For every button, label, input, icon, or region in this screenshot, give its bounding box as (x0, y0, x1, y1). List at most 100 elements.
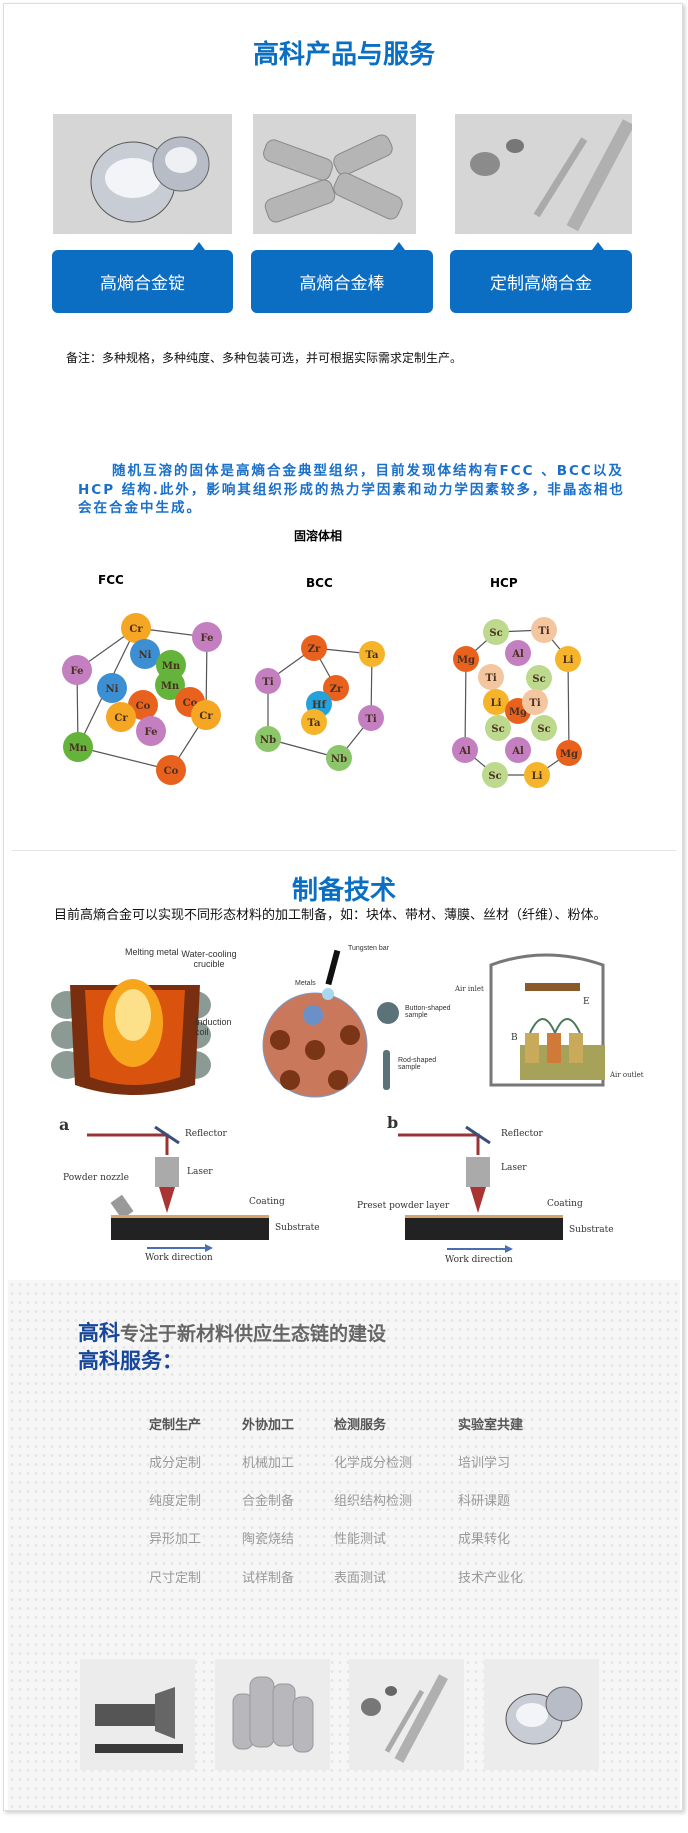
svg-text:Fe: Fe (145, 727, 158, 738)
svg-text:Mn: Mn (161, 681, 180, 692)
solid-solution-caption: 固溶体相 (294, 529, 343, 543)
svg-text:Mg: Mg (457, 655, 475, 666)
sputtering-diagram: Air inlet Air outlet E B (455, 945, 655, 1100)
label-work-direction-a: Work direction (145, 1253, 213, 1263)
svg-text:Al: Al (511, 649, 524, 660)
svg-text:Ni: Ni (139, 650, 152, 661)
atom-ti: Ti (255, 668, 281, 694)
svg-text:Sc: Sc (488, 771, 501, 782)
svg-text:Ti: Ti (365, 714, 376, 725)
ingot-photo (53, 114, 232, 234)
atom-ti: Ti (531, 617, 557, 643)
atom-co: Co (156, 755, 186, 785)
label-air-outlet: Air outlet (610, 1071, 644, 1079)
label-reflector-a: Reflector (185, 1129, 227, 1139)
service-item: 技术产业化 (458, 1571, 524, 1586)
svg-text:Sc: Sc (489, 628, 502, 639)
atom-mn: Mn (63, 732, 93, 762)
svg-text:Li: Li (563, 655, 574, 666)
services-heading: 高科专注于新材料供应生态链的建设 高科服务： (78, 1320, 386, 1375)
product-button-ingot[interactable]: 高熵合金锭 (52, 242, 233, 313)
service-item: 化学成分检测 (334, 1456, 413, 1471)
services-title: 高科服务： (78, 1349, 183, 1373)
laser-cladding-b-diagram: b Reflector Laser Preset powder layer Co… (355, 1113, 635, 1265)
service-item: 成分定制 (149, 1456, 202, 1471)
lattice-bond (464, 658, 467, 751)
service-item: 机械加工 (242, 1456, 295, 1471)
label-metals: Metals (295, 980, 316, 987)
atom-sc: Sc (531, 715, 557, 741)
svg-text:Al: Al (458, 746, 471, 757)
svg-text:Mg: Mg (509, 707, 527, 718)
atom-al: Al (505, 737, 531, 763)
products-title: 高科产品与服务 (252, 40, 435, 70)
atom-co: Co (128, 690, 158, 720)
service-item: 成果转化 (458, 1532, 511, 1547)
svg-text:Nb: Nb (260, 735, 276, 746)
atom-li: Li (555, 646, 581, 672)
service-item: 性能测试 (334, 1532, 387, 1547)
preparation-title: 制备技术 (291, 876, 396, 906)
svg-text:Cr: Cr (129, 624, 143, 635)
bcc-label: BCC (306, 576, 333, 590)
service-item: 尺寸定制 (149, 1571, 202, 1586)
svg-text:Hf: Hf (312, 700, 326, 711)
service-item: 合金制备 (242, 1494, 295, 1509)
label-substrate-b: Substrate (569, 1225, 614, 1235)
svg-text:Cr: Cr (199, 711, 213, 722)
svg-text:Co: Co (164, 766, 179, 777)
service-column-header: 实验室共建 (458, 1418, 524, 1433)
custom-alloy-photo (455, 114, 632, 234)
svg-text:Nb: Nb (331, 754, 347, 765)
svg-text:Mg: Mg (560, 749, 578, 760)
product-button-rod[interactable]: 高熵合金棒 (251, 242, 433, 313)
svg-text:Sc: Sc (532, 674, 545, 685)
atom-ti: Ti (522, 689, 548, 715)
label-tungsten-bar: Tungsten bar (348, 945, 389, 952)
svg-text:Ti: Ti (485, 673, 496, 684)
lattice-bond (567, 658, 570, 754)
label-button-sample: Button-shaped sample (405, 1005, 451, 1019)
label-crucible: Water-cooling crucible (181, 949, 237, 969)
svg-text:Zr: Zr (330, 684, 343, 695)
label-reflector-b: Reflector (501, 1129, 543, 1139)
label-preset-powder: Preset powder layer (357, 1201, 450, 1211)
atom-fe: Fe (192, 622, 222, 652)
atom-nb: Nb (255, 726, 281, 752)
atom-li: Li (524, 762, 550, 788)
atom-fe: Fe (136, 716, 166, 746)
svg-text:Co: Co (183, 698, 198, 709)
label-e-field: E (583, 997, 590, 1007)
service-item: 科研课题 (458, 1494, 511, 1509)
atom-ti: Ti (358, 705, 384, 731)
services-slogan: 专注于新材料供应生态链的建设 (120, 1323, 387, 1345)
service-column-header: 外协加工 (242, 1418, 295, 1433)
atom-mg: Mg (556, 740, 582, 766)
hcp-label: HCP (490, 576, 518, 590)
product-button-custom[interactable]: 定制高熵合金 (450, 242, 632, 313)
label-work-direction-b: Work direction (445, 1255, 513, 1265)
service-item: 陶瓷烧结 (242, 1532, 295, 1547)
products-note: 备注：多种规格，多种纯度、多种包装可选，并可根据实际需求定制生产。 (66, 351, 463, 365)
atom-cr: Cr (106, 702, 136, 732)
label-powder-nozzle: Powder nozzle (63, 1173, 129, 1183)
svg-text:Ti: Ti (262, 677, 273, 688)
atom-sc: Sc (482, 762, 508, 788)
svg-text:Ta: Ta (308, 718, 321, 729)
service-column-header: 定制生产 (149, 1418, 202, 1433)
service-item: 异形加工 (149, 1532, 202, 1547)
svg-text:Mn: Mn (69, 743, 88, 754)
atom-ta: Ta (359, 641, 385, 667)
label-laser-a: Laser (187, 1167, 213, 1177)
label-a: a (59, 1115, 70, 1134)
atom-mn: Mn (155, 670, 185, 700)
atom-zr: Zr (301, 635, 327, 661)
atom-sc: Sc (485, 715, 511, 741)
label-laser-b: Laser (501, 1163, 527, 1173)
label-b-field: B (511, 1033, 518, 1043)
lattice-bond (77, 746, 172, 771)
atom-ta: Ta (301, 709, 327, 735)
label-air-inlet: Air inlet (455, 985, 484, 993)
atom-al: Al (505, 640, 531, 666)
service-item: 试样制备 (242, 1571, 295, 1586)
